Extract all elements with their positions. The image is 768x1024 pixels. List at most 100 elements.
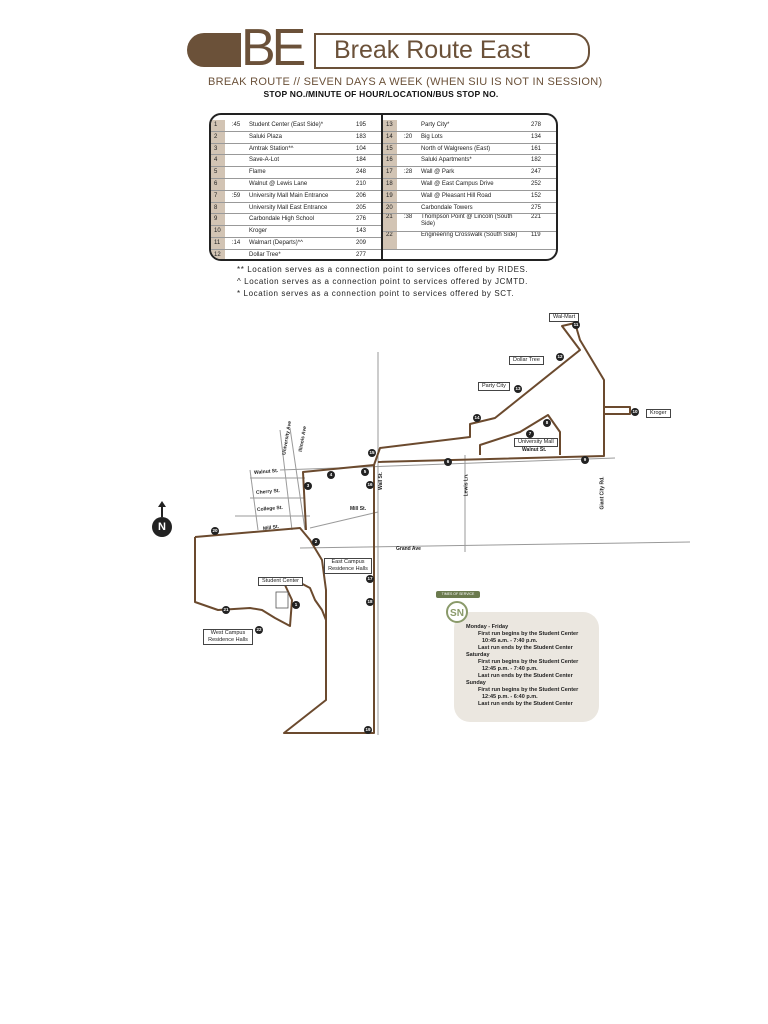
north-icon: N bbox=[152, 517, 172, 537]
schedule-line: Saturday bbox=[466, 652, 490, 658]
stop-minute: :38 bbox=[403, 214, 413, 221]
stop-location: Flame bbox=[249, 169, 266, 176]
stop-location: Thompson Point @ Lincoln (South Side) bbox=[421, 214, 513, 228]
schedule-line: 12:45 p.m. - 7:40 p.m. bbox=[482, 666, 538, 672]
place-party-city: Party City bbox=[478, 382, 510, 391]
stop-marker-10: 10 bbox=[631, 408, 639, 416]
saluki-logo: SN bbox=[446, 601, 468, 623]
place-west-campus: West Campus Residence Halls bbox=[203, 629, 253, 645]
bus-stop-number: 248 bbox=[356, 169, 367, 176]
stop-number: 12 bbox=[211, 249, 225, 259]
stop-marker-3: 3 bbox=[304, 482, 312, 490]
stop-number: 16 bbox=[383, 155, 397, 167]
street-mill-east: Mill St. bbox=[350, 506, 367, 512]
stop-marker-12: 12 bbox=[556, 353, 564, 361]
stop-minute: :45 bbox=[231, 122, 241, 128]
stop-location: Saluki Apartments* bbox=[421, 157, 472, 164]
stop-number: 10 bbox=[211, 226, 225, 237]
stop-location: Carbondale Towers bbox=[421, 204, 473, 211]
stop-location: Amtrak Station*^ bbox=[249, 145, 294, 152]
stop-location: Big Lots bbox=[421, 133, 443, 140]
schedule-line: First run begins by the Student Center bbox=[478, 631, 579, 637]
schedule-line: 10:45 a.m. - 7:40 p.m. bbox=[482, 638, 538, 644]
place-dollar-tree: Dollar Tree bbox=[509, 356, 544, 365]
bus-stop-number: 205 bbox=[356, 204, 367, 211]
header-logo-bar bbox=[187, 33, 241, 67]
bus-stop-number: 252 bbox=[531, 180, 542, 187]
stop-location: Party City* bbox=[421, 122, 450, 128]
stop-marker-21: 21 bbox=[222, 606, 230, 614]
schedule-line: First run begins by the Student Center bbox=[478, 659, 579, 665]
stop-marker-19: 19 bbox=[364, 726, 372, 734]
street-grand: Grand Ave bbox=[396, 546, 421, 552]
stop-number: 11 bbox=[211, 237, 225, 249]
stop-marker-5: 5 bbox=[361, 468, 369, 476]
stop-number: 18 bbox=[383, 178, 397, 190]
schedule-line: Last run ends by the Student Center bbox=[478, 701, 573, 707]
stop-marker-22: 22 bbox=[255, 626, 263, 634]
bus-stop-number: 184 bbox=[356, 157, 367, 164]
stop-location: University Mall Main Entrance bbox=[249, 192, 329, 199]
stop-number: 19 bbox=[383, 190, 397, 202]
stop-location: Engineering Crosswalk (South Side) bbox=[421, 232, 518, 239]
place-student-center: Student Center bbox=[258, 577, 303, 586]
place-kroger: Kroger bbox=[646, 409, 671, 418]
service-schedule bbox=[454, 612, 599, 722]
stop-marker-9: 9 bbox=[581, 456, 589, 464]
stop-location: Student Center (East Side)* bbox=[249, 122, 324, 128]
bus-stop-number: 161 bbox=[531, 145, 542, 152]
schedule-line: Last run ends by the Student Center bbox=[478, 645, 573, 651]
schedule-badge: TIMES OF SERVICE bbox=[436, 591, 480, 598]
footnote-sct: * Location serves as a connection point … bbox=[237, 289, 515, 298]
columns-caption: STOP NO./MINUTE OF HOUR/LOCATION/BUS STO… bbox=[263, 89, 499, 99]
route-map bbox=[194, 322, 690, 735]
stop-marker-14: 14 bbox=[473, 414, 481, 422]
stop-marker-7: 7 bbox=[526, 430, 534, 438]
schedule-line: Monday - Friday bbox=[466, 624, 509, 630]
stop-location: Wall @ Park bbox=[421, 169, 455, 176]
stop-number: 15 bbox=[383, 143, 397, 155]
bus-stop-number: 195 bbox=[356, 122, 367, 128]
stop-number: 4 bbox=[211, 155, 225, 167]
stop-minute: :14 bbox=[231, 239, 241, 246]
stop-location: Wall @ Pleasant Hill Road bbox=[421, 192, 492, 199]
bus-stop-number: 276 bbox=[356, 216, 367, 223]
bus-stop-number: 275 bbox=[531, 204, 542, 211]
stop-location: Dollar Tree* bbox=[249, 251, 281, 258]
bus-stop-number: 152 bbox=[531, 192, 542, 199]
stop-row: 20 Carbondale Towers 275 bbox=[383, 202, 556, 215]
stop-location: Kroger bbox=[249, 228, 268, 235]
stop-number: 20 bbox=[383, 202, 397, 214]
stop-marker-18: 18 bbox=[366, 598, 374, 606]
stop-number: 14 bbox=[383, 131, 397, 143]
stop-marker-17: 17 bbox=[366, 575, 374, 583]
stop-marker-4: 4 bbox=[327, 471, 335, 479]
stop-number: 1 bbox=[211, 120, 225, 131]
stop-marker-13: 13 bbox=[514, 385, 522, 393]
stop-number: 8 bbox=[211, 202, 225, 214]
bus-stop-number: 183 bbox=[356, 133, 367, 140]
place-walmart: Wal-Mart bbox=[549, 313, 580, 322]
street-lewis: Lewis Ln. bbox=[463, 473, 470, 497]
route-title: Break Route East bbox=[334, 36, 530, 64]
stop-row: 1 :45 Student Center (East Side)* 195 bbox=[211, 120, 381, 132]
stop-number: 17 bbox=[383, 167, 397, 178]
bus-stop-number: 119 bbox=[531, 232, 541, 239]
schedule-line: Sunday bbox=[466, 680, 486, 686]
stop-minute: :28 bbox=[403, 169, 413, 176]
stop-marker-6: 6 bbox=[444, 458, 452, 466]
